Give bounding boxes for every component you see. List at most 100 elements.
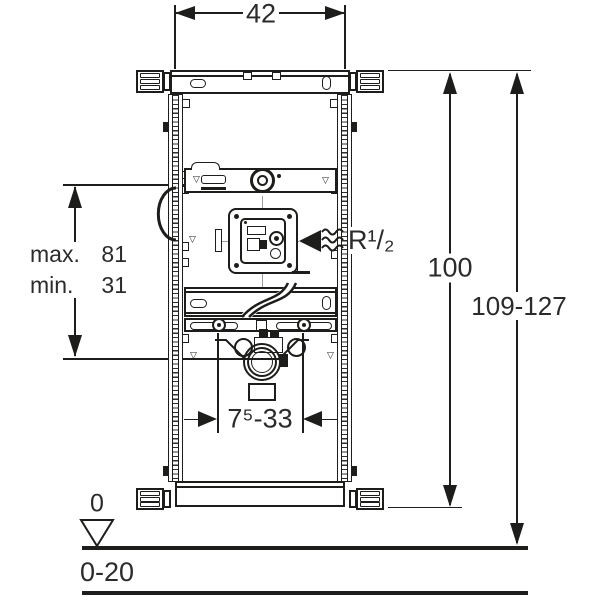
drain-bend-pipe xyxy=(241,280,298,321)
rail-scale-band xyxy=(341,95,348,481)
max-row: max. 81 xyxy=(30,243,127,266)
frame-top-rail-inner-line xyxy=(172,75,348,77)
drain-clamp xyxy=(279,354,288,367)
rail-clip xyxy=(182,99,190,108)
min-row: min. 31 xyxy=(30,274,127,297)
box-corner-screw xyxy=(234,214,239,219)
thread-size-label: R¹/₂ xyxy=(348,225,395,255)
crossbar-slot-plate xyxy=(201,175,226,184)
fixing-ring-right xyxy=(287,338,306,357)
max-label: max. xyxy=(30,241,80,267)
drain-socket-middle xyxy=(247,347,277,377)
ext-line-floor-frame xyxy=(388,506,462,508)
rail-clip xyxy=(331,334,338,343)
rail-clip xyxy=(330,99,338,108)
dim-label-frame-height: 100 xyxy=(424,253,476,283)
trap-connector-block-2 xyxy=(270,331,279,337)
trap-connector-block xyxy=(259,329,268,337)
crossbar-dome-tab xyxy=(191,162,220,170)
support-rail-slot-left xyxy=(190,299,207,308)
level-marker-icon: ▽ xyxy=(189,234,196,244)
vertical-rail-right xyxy=(337,94,352,482)
pipe-clamp-circle-inner xyxy=(257,175,268,186)
box-dot xyxy=(244,221,247,224)
valve-outlet-dot xyxy=(274,236,279,241)
drain-outlet-rect xyxy=(248,383,276,401)
min-label: min. xyxy=(30,272,74,298)
dim-arrow-right-icon xyxy=(325,6,345,20)
dim-arrow-down-icon xyxy=(67,335,82,357)
valve-body-square xyxy=(247,238,260,251)
dim-arrow-down-icon xyxy=(509,523,524,545)
valve-lower-circle xyxy=(270,248,281,259)
threaded-rod-left-dot xyxy=(217,323,221,327)
frame-bottom-rail-inner-line xyxy=(177,486,343,488)
floor-zero-label: 0 xyxy=(87,490,107,518)
dim-arrow-down-icon xyxy=(442,485,457,507)
level-marker-icon: ▽ xyxy=(190,350,197,360)
drain-socket-inner xyxy=(251,351,273,373)
dim-arrow-left-icon xyxy=(303,411,322,427)
rail-stud-nub xyxy=(163,466,168,476)
dim-arrow-right-icon xyxy=(198,411,217,427)
dim-arrow-up-icon xyxy=(67,186,82,208)
threaded-rod-right-dot xyxy=(302,323,306,327)
mounting-foot-left xyxy=(136,488,164,510)
level-marker-icon: ▽ xyxy=(322,175,329,185)
wall-bracket-top-right xyxy=(356,70,384,93)
raw-floor-line xyxy=(82,591,528,595)
rail-scale-band xyxy=(172,95,179,481)
rail-stud-nub xyxy=(163,122,168,132)
dim-line-frame-height xyxy=(449,74,451,505)
foot-plate-left xyxy=(163,490,171,508)
dim-arrow-up-icon xyxy=(442,72,457,94)
support-rail-line-bottom xyxy=(186,312,335,314)
box-leg-foot xyxy=(292,271,310,274)
vertical-rail-left xyxy=(168,94,183,482)
box-corner-screw xyxy=(287,214,292,219)
finished-floor-line xyxy=(82,546,528,550)
rail-stud-nub xyxy=(352,122,357,132)
dim-tail-trap-left xyxy=(184,418,198,420)
support-wing-lines xyxy=(215,339,309,359)
dim-arrow-up-icon xyxy=(509,72,524,94)
max-value: 81 xyxy=(101,241,127,267)
ext-line-trap-left xyxy=(217,333,219,433)
pipe-clamp-dot xyxy=(277,174,281,178)
rail-stud-nub xyxy=(352,466,357,476)
dim-label-trap-range: 7⁵-33 xyxy=(224,404,296,434)
ext-line-top-width-right xyxy=(344,5,346,69)
ext-line-trap-right xyxy=(302,333,304,433)
top-rail-notch-2 xyxy=(272,72,281,80)
mounting-foot-right xyxy=(356,488,384,510)
valve-outlet-circle xyxy=(269,231,284,246)
support-rail-line-top xyxy=(186,291,335,293)
top-rail-notch-1 xyxy=(243,72,252,80)
frame-top-rail xyxy=(170,70,350,94)
top-rail-slot-right xyxy=(322,76,331,90)
box-leg-line xyxy=(296,254,299,272)
pipe-clamp-circle-outer xyxy=(250,168,275,193)
valve-body-rect xyxy=(247,226,266,235)
thread-direction-arrow xyxy=(299,230,321,252)
top-rail-slot-left xyxy=(190,79,206,88)
box-corner-screw xyxy=(234,263,239,268)
ext-line-frame-top xyxy=(388,69,531,71)
rail-clip xyxy=(182,334,189,343)
dim-label-top-width: 42 xyxy=(242,0,280,29)
floor-level-triangle-icon xyxy=(79,519,115,548)
dim-label-total-height: 109-127 xyxy=(468,292,570,320)
valve-detail xyxy=(260,240,267,249)
frame-bottom-rail xyxy=(175,481,345,507)
dim-tail-trap-right xyxy=(322,418,338,420)
pipe-thread-wave-icon xyxy=(321,228,344,252)
rail-clip xyxy=(182,242,189,251)
rail-clip xyxy=(182,258,189,267)
wall-bracket-plate-top-left xyxy=(163,72,171,91)
dim-arrow-left-icon xyxy=(175,6,195,20)
level-marker-icon: ▽ xyxy=(193,174,200,184)
supply-pipe-arc xyxy=(156,186,177,242)
box-corner-screw xyxy=(287,263,292,268)
min-value: 31 xyxy=(101,272,127,298)
